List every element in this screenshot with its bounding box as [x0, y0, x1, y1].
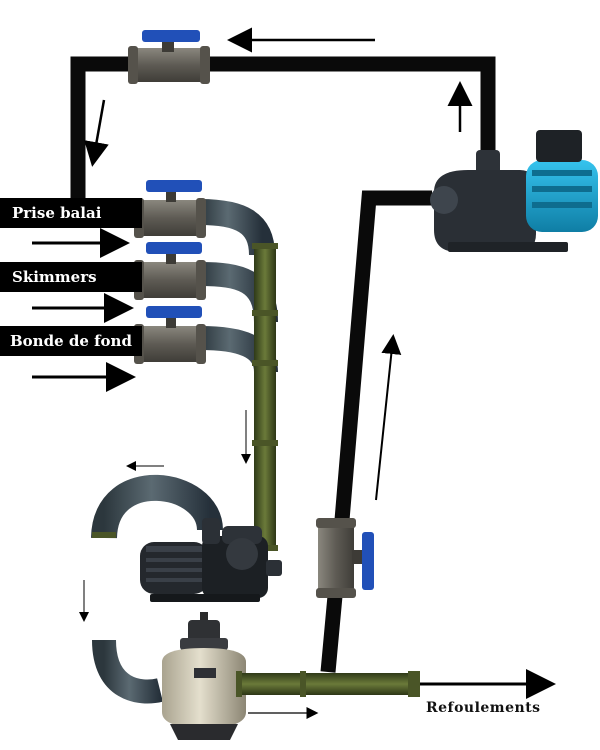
arrow-down-icon — [84, 99, 109, 167]
label-refoulements: Refoulements — [426, 700, 541, 716]
discharge-tube — [236, 671, 420, 697]
pool-pump-icon[interactable] — [140, 518, 282, 602]
ball-valve-bonde[interactable] — [134, 306, 206, 364]
ball-valve-icon[interactable] — [128, 30, 210, 84]
ball-valve-skimmers[interactable] — [134, 242, 206, 300]
pipe-to-surface-pump — [320, 190, 432, 673]
surface-pump-icon[interactable] — [430, 130, 598, 252]
black-pipe-network — [70, 56, 496, 673]
label-prise-balai: Prise balai — [0, 198, 142, 228]
ball-valve-vertical[interactable] — [316, 518, 374, 598]
flow-arrows — [32, 27, 556, 719]
filter-loop-hose — [91, 474, 223, 704]
ball-valve-prise-balai[interactable] — [134, 180, 206, 238]
sand-filter-icon[interactable] — [162, 612, 246, 740]
label-bonde-de-fond: Bonde de fond — [0, 326, 142, 356]
arrow-up-icon — [375, 334, 402, 501]
label-skimmers: Skimmers — [0, 262, 142, 292]
collector-tube — [252, 243, 278, 551]
pipe-top-loop — [70, 56, 496, 212]
